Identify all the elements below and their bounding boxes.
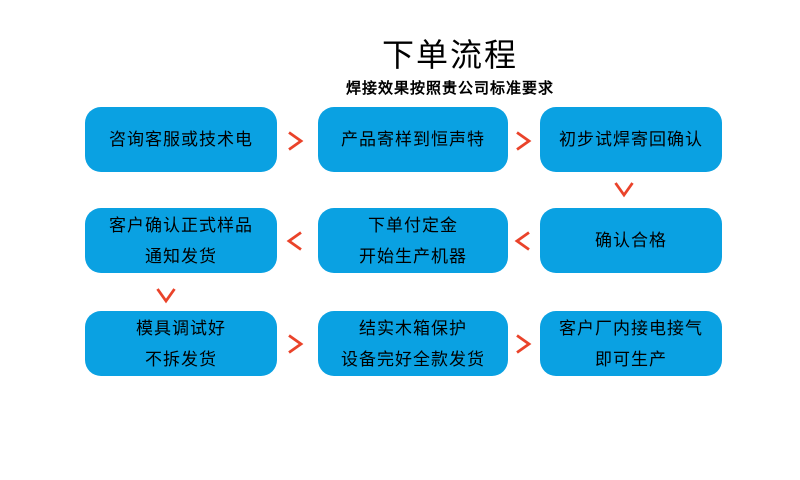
page-subtitle: 焊接效果按照贵公司标准要求 [345, 80, 554, 97]
chevron-right-icon [516, 131, 532, 151]
flow-step-line: 设备完好全款发货 [341, 349, 485, 369]
flow-step-line: 下单付定金 [368, 215, 458, 235]
chevron-right-icon [288, 334, 304, 354]
flow-step-line: 确认合格 [595, 231, 667, 250]
flow-step-wooden-crate-full-payment: 结实木箱保护 设备完好全款发货 [318, 311, 508, 376]
flow-step-order-deposit-production: 下单付定金 开始生产机器 [318, 208, 508, 273]
chevron-right-icon [288, 131, 304, 151]
flow-step-confirm-sample-ship-notice: 客户确认正式样品 通知发货 [85, 208, 277, 273]
flow-step-line: 咨询客服或技术电 [109, 130, 253, 149]
flow-step-confirm-qualified: 确认合格 [540, 208, 722, 273]
flow-step-line: 初步试焊寄回确认 [559, 130, 703, 149]
flow-step-line: 通知发货 [145, 246, 217, 266]
flow-step-trial-weld-confirm: 初步试焊寄回确认 [540, 107, 722, 172]
flow-step-line: 开始生产机器 [359, 246, 467, 266]
flow-step-line: 不拆发货 [145, 349, 217, 369]
flow-step-line: 客户确认正式样品 [109, 215, 253, 235]
flow-step-connect-power-produce: 客户厂内接电接气 即可生产 [540, 311, 722, 376]
chevron-down-icon [614, 182, 634, 198]
flow-step-line: 产品寄样到恒声特 [341, 130, 485, 149]
chevron-left-icon [514, 231, 530, 251]
flow-step-line: 即可生产 [595, 349, 667, 369]
flow-step-line: 结实木箱保护 [359, 318, 467, 338]
chevron-right-icon [516, 334, 532, 354]
flow-step-mold-debug-ship: 模具调试好 不拆发货 [85, 311, 277, 376]
header: 下单流程 焊接效果按照贵公司标准要求 [100, 36, 800, 98]
flow-step-consult-service: 咨询客服或技术电 [85, 107, 277, 172]
flow-step-line: 客户厂内接电接气 [559, 318, 703, 338]
flow-step-send-sample: 产品寄样到恒声特 [318, 107, 508, 172]
chevron-down-icon [156, 288, 176, 304]
chevron-left-icon [286, 231, 302, 251]
flow-step-line: 模具调试好 [136, 318, 226, 338]
page-title: 下单流程 [381, 37, 518, 73]
